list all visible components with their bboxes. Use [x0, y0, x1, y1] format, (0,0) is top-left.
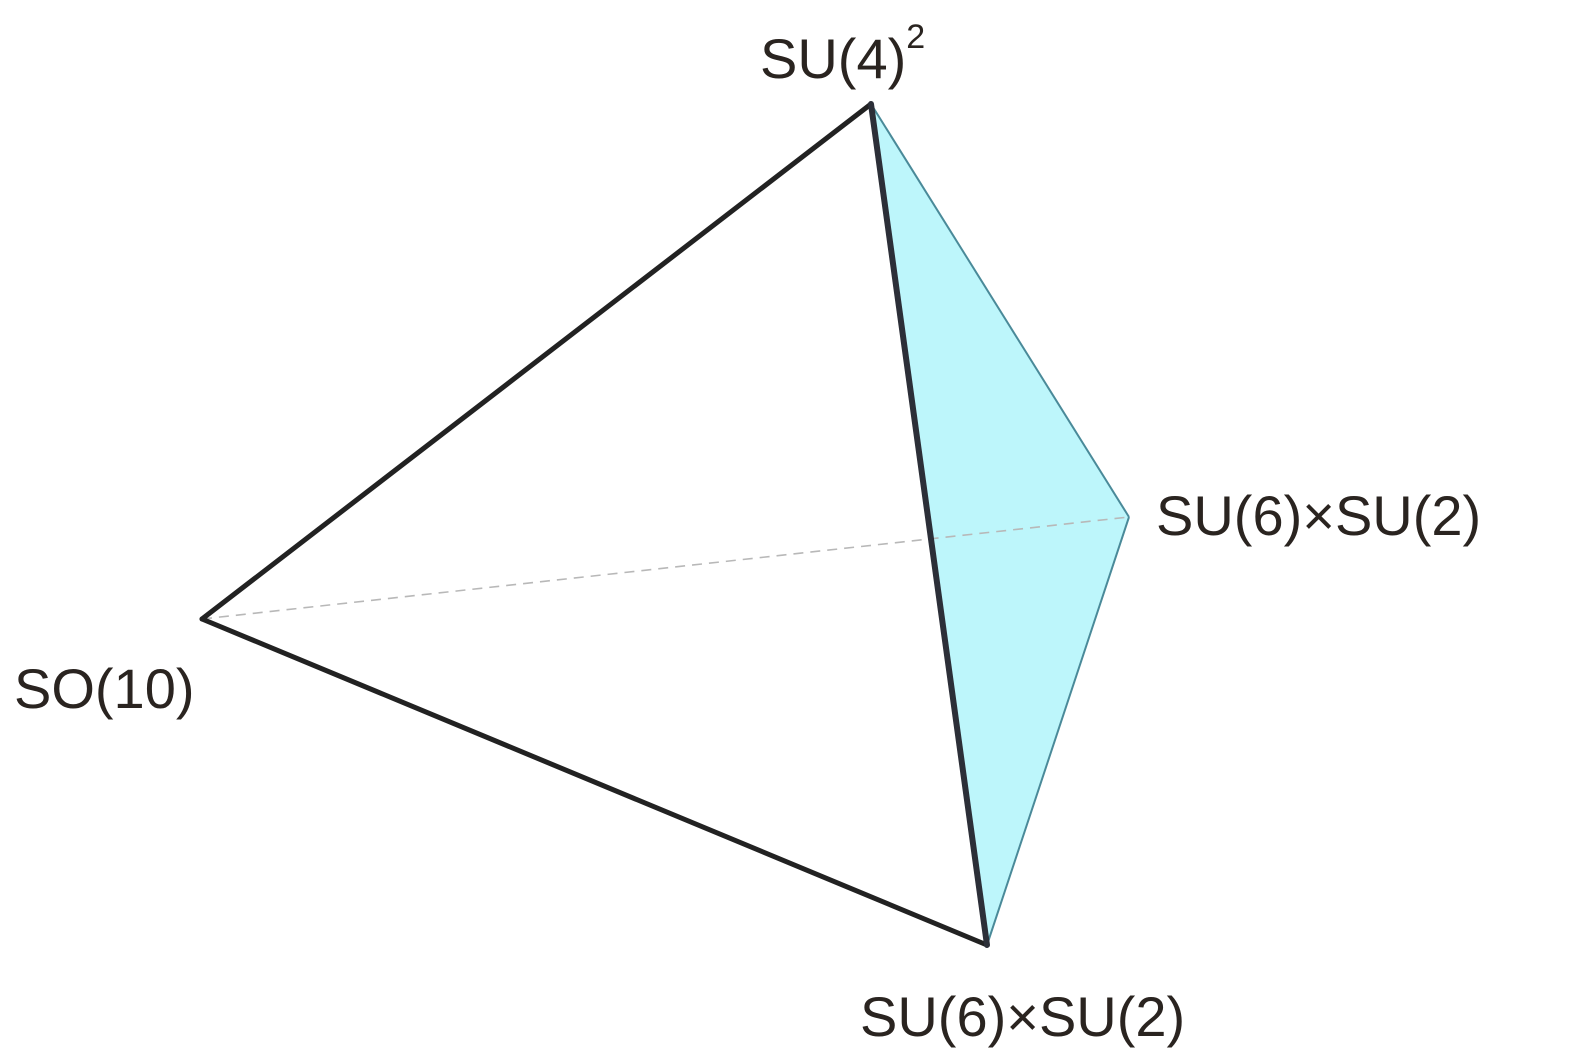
hidden-edge-left-right: [201, 516, 1130, 620]
vertex-label-bottom: SU(6)×SU(2): [860, 985, 1185, 1048]
edge-top-right: [870, 103, 1130, 518]
edge-left-bottom: [199, 616, 990, 948]
edge-top-left: [199, 101, 874, 622]
vertex-label-top: SU(4)2: [760, 18, 925, 90]
vertex-label-right: SU(6)×SU(2): [1156, 484, 1481, 547]
edge-right-bottom: [986, 516, 1130, 946]
shaded-face: [871, 104, 1129, 945]
edge-top-bottom: [868, 101, 990, 948]
vertex-label-left: SO(10): [14, 657, 195, 720]
